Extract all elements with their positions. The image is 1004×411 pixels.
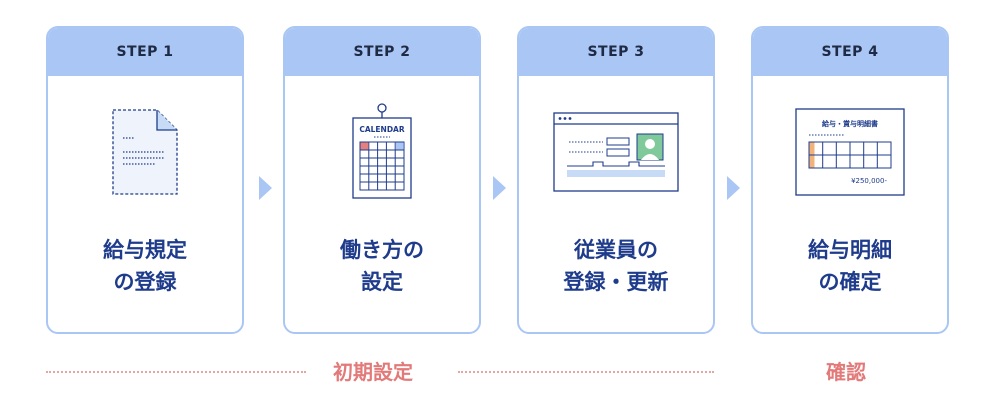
payslip-amount: ¥250,000-: [851, 177, 887, 185]
step-label: STEP 3: [519, 28, 713, 76]
step-title: 働き方の 設定: [340, 238, 424, 294]
arrow-icon: [259, 176, 272, 200]
step-card-1: STEP 1 給与規定 の登録: [46, 26, 244, 334]
calendar-label: CALENDAR: [359, 125, 405, 134]
step-label: STEP 1: [48, 28, 242, 76]
step-card-3: STEP 3 従業員の 登録・更新: [517, 26, 715, 334]
step-title: 従業員の 登録・更新: [563, 238, 669, 294]
payslip-heading: 給与・賞与明細書: [822, 119, 878, 128]
arrow-icon: [727, 176, 740, 200]
arrow-icon: [493, 176, 506, 200]
phase-divider-middle: [458, 371, 714, 373]
calendar-icon: CALENDAR: [352, 103, 412, 199]
step-title: 給与規定 の登録: [103, 238, 187, 294]
step-label: STEP 4: [753, 28, 947, 76]
step-card-2: STEP 2 CALENDAR 働き方の 設定: [283, 26, 481, 334]
step-title: 給与明細 の確定: [808, 238, 892, 294]
step-label: STEP 2: [285, 28, 479, 76]
phase-label-initial-setup: 初期設定: [333, 360, 413, 384]
step-card-4: STEP 4 給与・賞与明細書 ¥250,000- 給与明細 の確定: [751, 26, 949, 334]
payslip-icon: 給与・賞与明細書 ¥250,000-: [795, 108, 905, 196]
id-card-window-icon: [553, 112, 679, 192]
document-icon: [112, 109, 178, 195]
phase-label-confirm: 確認: [826, 360, 866, 384]
phase-divider-left: [46, 371, 306, 373]
